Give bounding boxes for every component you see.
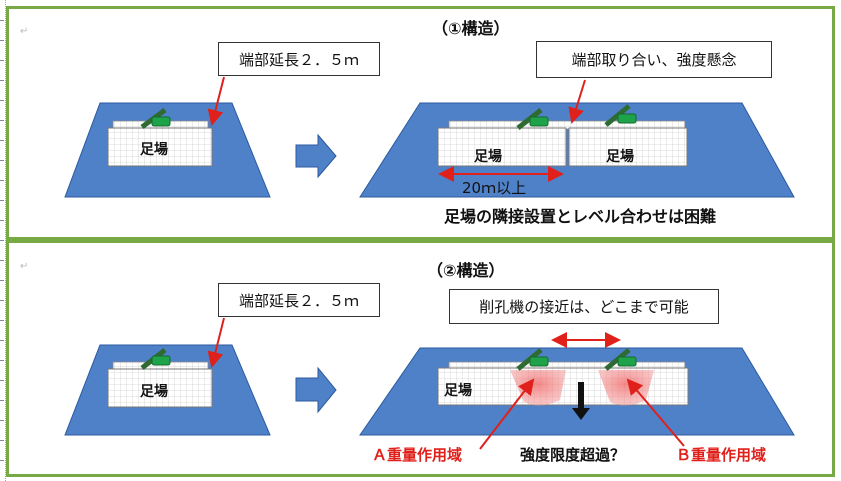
scaffold-left-1	[107, 127, 213, 167]
drill-head-left-2	[151, 355, 171, 366]
panel2-title: （②構造）	[427, 261, 505, 280]
callout-end-joint-strength: 端部取り合い、強度懸念	[536, 41, 772, 78]
drill-head-b	[617, 356, 637, 367]
pier-strip-right-1	[448, 120, 686, 130]
scaffold-label-right-1: 足場	[606, 149, 634, 165]
callout-pointer-right-1	[568, 79, 586, 124]
dimension-label-1: 20ｍ以上	[462, 179, 527, 197]
callout-pointer-left-1	[207, 76, 225, 126]
load-zone-a-label: Ａ重量作用域	[372, 446, 463, 464]
drill-rod-right-1	[604, 104, 631, 127]
drill-head-a	[529, 356, 549, 367]
difficulty-note: 足場の隣接設置とレベル合わせは困難	[444, 207, 717, 226]
scaffold-label-left-1: 足場	[140, 142, 168, 158]
down-load-arrow-head	[572, 408, 590, 420]
drill-head-mid-1	[529, 116, 549, 127]
callout-drill-approach: 削孔機の接近は、どこまで可能	[449, 289, 719, 324]
strength-limit-question: 強度限度超過？	[520, 446, 626, 464]
scaffold-label-right-2: 足場	[444, 383, 472, 399]
callout-pointer-left-2	[207, 317, 225, 368]
scaffold-right-1	[568, 127, 688, 167]
panel1-title: （①構造）	[432, 19, 510, 38]
callout-end-extension-2: 端部延長２．５ｍ	[218, 283, 380, 317]
pointer-b	[626, 378, 685, 447]
paragraph-mark: ↵	[20, 261, 29, 272]
transition-arrow-2	[295, 366, 337, 414]
paragraph-mark: ↵	[20, 26, 29, 37]
scaffold-label-left-2: 足場	[140, 384, 168, 400]
callout-end-extension-1: 端部延長２．５ｍ	[218, 42, 380, 76]
transition-arrow-1	[295, 133, 337, 179]
scaffold-label-mid-1: 足場	[474, 149, 502, 165]
scaffold-left-2	[107, 368, 213, 408]
drill-head-right-1	[617, 113, 637, 124]
left-ruler	[0, 0, 6, 481]
drill-head-left-1	[151, 116, 171, 127]
down-load-arrow-shaft	[578, 382, 584, 410]
pointer-a	[479, 378, 535, 450]
scaffold-mid-1	[437, 127, 567, 167]
load-zone-b-label: Ｂ重量作用域	[676, 446, 767, 464]
